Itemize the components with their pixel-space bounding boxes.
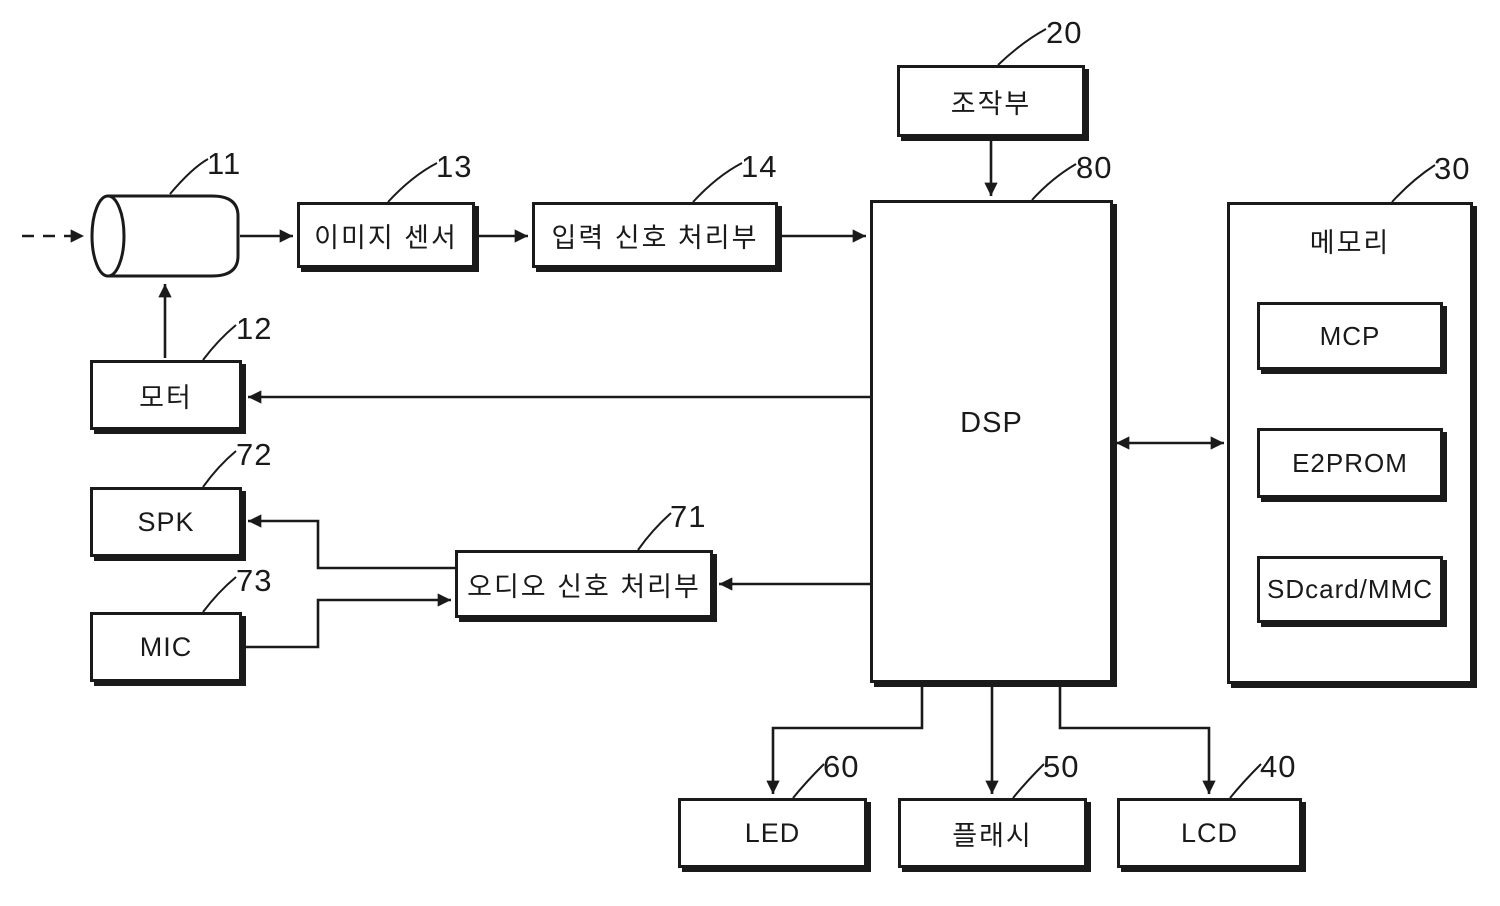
ref-label-control-panel: 20 (1046, 15, 1083, 50)
e2prom-label: E2PROM (1292, 447, 1408, 478)
ref-label-lens: 11 (207, 146, 242, 181)
leader-line-73 (202, 576, 237, 613)
mic-box: MIC (90, 612, 242, 682)
spk-label: SPK (137, 506, 195, 537)
input-signal-processor-label: 입력 신호 처리부 (551, 222, 759, 253)
leader-line-11 (169, 158, 209, 195)
arrow-mic-to-audio-processor (242, 593, 451, 649)
audio-signal-processor-box: 오디오 신호 처리부 (455, 550, 713, 618)
lcd-box: LCD (1117, 798, 1302, 868)
dsp-box: DSP (870, 200, 1113, 683)
leader-line-13 (387, 162, 438, 203)
arrow-dsp-to-led (766, 684, 924, 794)
dsp-label: DSP (960, 407, 1023, 439)
flash-box: 플래시 (898, 798, 1087, 868)
led-box: LED (678, 798, 867, 868)
control-panel-box: 조작부 (897, 65, 1085, 137)
leader-line-72 (202, 450, 237, 488)
leader-line-12 (202, 324, 237, 361)
motor-box: 모터 (90, 360, 242, 430)
spk-box: SPK (90, 487, 242, 557)
ref-label-mic: 73 (236, 563, 273, 598)
image-sensor-box: 이미지 센서 (297, 202, 475, 268)
mic-label: MIC (139, 631, 193, 662)
ref-label-memory: 30 (1434, 151, 1471, 186)
leader-line-80 (1031, 163, 1077, 201)
leader-line-20 (997, 28, 1047, 66)
flash-label: 플래시 (952, 820, 1033, 851)
memory-label: 메모리 (1309, 228, 1391, 258)
leader-line-14 (692, 162, 743, 203)
audio-signal-processor-label: 오디오 신호 처리부 (467, 571, 701, 602)
leader-line-60 (792, 763, 825, 799)
mcp-label: MCP (1319, 320, 1381, 351)
led-label: LED (744, 817, 801, 848)
ref-label-motor: 12 (236, 311, 273, 346)
mcp-box: MCP (1257, 302, 1443, 370)
sdcard-mmc-label: SDcard/MMC (1266, 574, 1433, 604)
memory-box: 메모리 MCP E2PROM SDcard/MMC (1227, 202, 1473, 684)
leader-line-71 (637, 512, 672, 551)
ref-label-input-signal-processor: 14 (741, 149, 778, 184)
ref-label-flash: 50 (1043, 749, 1080, 784)
leader-line-50 (1012, 763, 1045, 799)
ref-label-led: 60 (823, 749, 860, 784)
lens-cylinder (90, 194, 240, 278)
control-panel-label: 조작부 (950, 88, 1032, 119)
e2prom-box: E2PROM (1257, 428, 1443, 498)
motor-label: 모터 (139, 382, 193, 413)
leader-line-40 (1229, 763, 1262, 799)
ref-label-dsp: 80 (1076, 150, 1113, 185)
image-sensor-label: 이미지 센서 (314, 222, 458, 253)
sdcard-mmc-box: SDcard/MMC (1257, 556, 1443, 623)
ref-label-audio-signal-processor: 71 (670, 499, 707, 534)
arrow-audio-processor-to-spk (248, 514, 455, 570)
input-signal-processor-box: 입력 신호 처리부 (532, 202, 778, 268)
ref-label-spk: 72 (236, 437, 273, 472)
leader-line-30 (1391, 164, 1436, 203)
ref-label-lcd: 40 (1260, 749, 1297, 784)
lcd-label: LCD (1180, 817, 1238, 848)
arrow-dsp-to-lcd (1058, 684, 1216, 794)
ref-label-image-sensor: 13 (436, 149, 473, 184)
